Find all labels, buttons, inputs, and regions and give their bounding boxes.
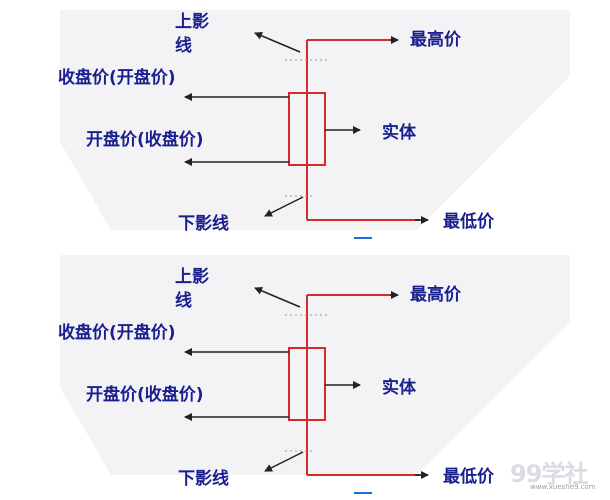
label-upper-shadow: 上影线 (175, 10, 219, 58)
label-lower-shadow: 下影线 (178, 214, 229, 234)
arrow-upper-shadow (254, 287, 301, 308)
arrow-upper-shadow (254, 32, 301, 53)
label-open-price: 开盘价(收盘价) (86, 130, 204, 150)
watermark-url: www.xueshe9.com (530, 483, 596, 491)
candle-body (288, 92, 326, 166)
label-upper-shadow-text: 上影线 (175, 12, 209, 56)
candle-body (288, 347, 326, 421)
label-low-price: 最低价 (443, 467, 494, 487)
arrow-lower-shadow (264, 196, 304, 217)
label-upper-shadow-text: 上影线 (175, 267, 209, 311)
label-open-price: 开盘价(收盘价) (86, 385, 204, 405)
watermark-logo: 99学社 (510, 460, 588, 488)
label-high-price: 最高价 (410, 285, 461, 305)
label-close-price: 收盘价(开盘价) (58, 68, 176, 88)
watermark: 99学社 www.xueshe9.com (510, 452, 606, 496)
arrow-lower-shadow (264, 451, 304, 472)
label-close-price: 收盘价(开盘价) (58, 323, 176, 343)
candlestick-drawing (184, 287, 429, 494)
label-body: 实体 (382, 123, 416, 143)
label-body: 实体 (382, 378, 416, 398)
candlestick-diagram-top: 上影线 收盘价(开盘价) 开盘价(收盘价) 下影线 最高价 实体 最低价 (0, 0, 610, 245)
label-low-price: 最低价 (443, 212, 494, 232)
label-high-price: 最高价 (410, 30, 461, 50)
candlestick-drawing (184, 32, 429, 239)
label-upper-shadow: 上影线 (175, 265, 219, 313)
candlestick-diagram-bottom: 上影线 收盘价(开盘价) 开盘价(收盘价) 下影线 最高价 实体 最低价 (0, 255, 610, 500)
label-lower-shadow: 下影线 (178, 469, 229, 489)
